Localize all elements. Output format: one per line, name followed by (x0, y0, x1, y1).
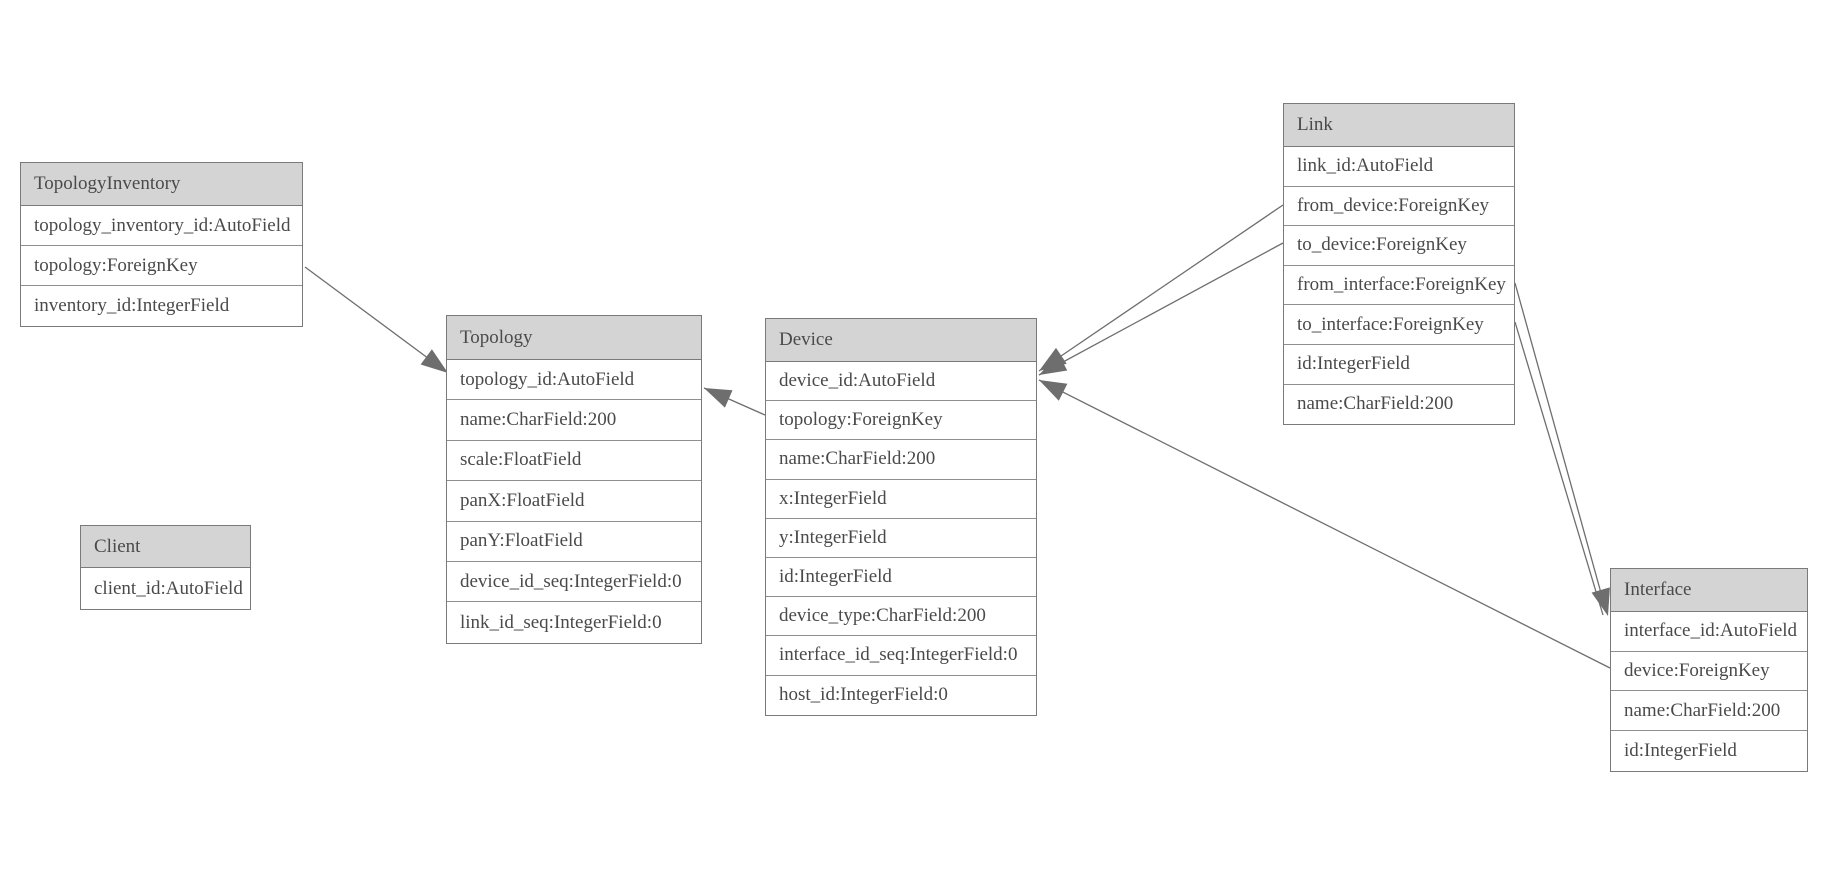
entity-topology-title: Topology (447, 316, 701, 360)
arrowhead-link-to-device-to-device (1039, 353, 1068, 375)
connector-link-to-interface-to-interface (1514, 321, 1604, 616)
field-link-to-device-fk: to_device:ForeignKey (1284, 226, 1514, 266)
field-link-id-int: id:IntegerField (1284, 344, 1514, 385)
field-topology-pany: panY:FloatField (447, 521, 701, 562)
entity-topologyinventory: TopologyInventory topology_inventory_id:… (20, 162, 303, 327)
field-device-topology-fk: topology:ForeignKey (766, 401, 1036, 441)
field-topology-panx: panX:FloatField (447, 481, 701, 522)
arrowhead-link-to-interface (1591, 587, 1610, 616)
connector-device-to-topology (703, 387, 766, 416)
entity-interface: Interface interface_id:AutoField device:… (1610, 568, 1808, 772)
entity-topology: Topology topology_id:AutoField name:Char… (446, 315, 702, 644)
entity-interface-title: Interface (1611, 569, 1807, 612)
field-topology-inventory-id: topology_inventory_id:AutoField (21, 206, 302, 246)
field-interface-id-int: id:IntegerField (1611, 731, 1807, 771)
field-topology-id: topology_id:AutoField (447, 360, 701, 401)
field-client-id: client_id:AutoField (81, 568, 250, 609)
connector-link-from-interface-to-interface (1514, 282, 1607, 612)
field-device-id-int: id:IntegerField (766, 557, 1036, 598)
field-topology-link-id-seq: link_id_seq:IntegerField:0 (447, 602, 701, 643)
arrowhead-topologyinventory-to-topology (420, 349, 448, 373)
field-device-type: device_type:CharField:200 (766, 597, 1036, 637)
field-link-to-interface-fk: to_interface:ForeignKey (1284, 305, 1514, 345)
field-inventory-id: inventory_id:IntegerField (21, 286, 302, 326)
field-topology-scale: scale:FloatField (447, 440, 701, 482)
field-device-y: y:IntegerField (766, 518, 1036, 558)
connector-topologyinventory-to-topology (304, 266, 449, 374)
connector-link-from-device-to-device (1038, 204, 1284, 372)
entity-link-title: Link (1284, 104, 1514, 147)
field-topology-name: name:CharField:200 (447, 400, 701, 441)
field-interface-device-fk: device:ForeignKey (1611, 651, 1807, 692)
field-link-id: link_id:AutoField (1284, 147, 1514, 187)
entity-device: Device device_id:AutoField topology:Fore… (765, 318, 1037, 716)
entity-client-title: Client (81, 526, 250, 568)
field-interface-id: interface_id:AutoField (1611, 612, 1807, 652)
entity-client: Client client_id:AutoField (80, 525, 251, 610)
field-device-name: name:CharField:200 (766, 440, 1036, 480)
field-link-from-device-fk: from_device:ForeignKey (1284, 186, 1514, 227)
arrowhead-device-to-topology (704, 388, 733, 408)
arrowhead-link-from-device-to-device (1039, 347, 1067, 371)
field-topology-device-id-seq: device_id_seq:IntegerField:0 (447, 561, 701, 603)
entity-topologyinventory-title: TopologyInventory (21, 163, 302, 206)
field-device-x: x:IntegerField (766, 479, 1036, 519)
arrowhead-interface-to-device (1039, 380, 1068, 401)
entity-device-title: Device (766, 319, 1036, 362)
field-interface-name: name:CharField:200 (1611, 691, 1807, 732)
field-link-from-interface-fk: from_interface:ForeignKey (1284, 265, 1514, 306)
field-device-interface-id-seq: interface_id_seq:IntegerField:0 (766, 636, 1036, 676)
field-topologyinventory-topology-fk: topology:ForeignKey (21, 246, 302, 286)
field-link-name: name:CharField:200 (1284, 384, 1514, 425)
entity-link: Link link_id:AutoField from_device:Forei… (1283, 103, 1515, 426)
connector-link-to-device-to-device (1038, 242, 1284, 376)
field-device-id: device_id:AutoField (766, 362, 1036, 402)
field-device-host-id: host_id:IntegerField:0 (766, 675, 1036, 715)
